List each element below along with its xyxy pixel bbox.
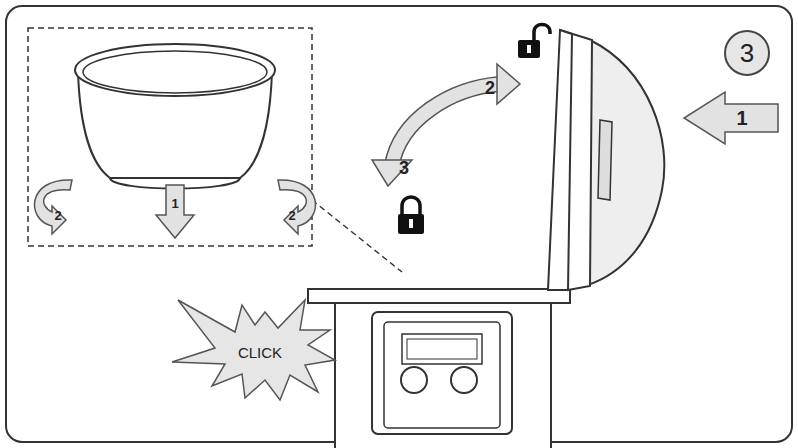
callout-number: 1 [736,108,747,128]
push-arrow [684,92,778,144]
lock-icon [398,197,424,234]
step-number: 3 [740,40,754,66]
unlock-icon [518,25,550,59]
arrow-head-2 [497,64,520,104]
click-starburst [172,300,335,400]
click-text: CLICK [238,345,282,360]
detail-box [28,28,312,246]
curve-arrow-body [392,84,500,165]
callout-number: 3 [399,159,409,177]
frame [6,6,792,442]
callout-number: 2 [485,79,495,97]
step-circle [725,31,769,75]
cooker-body [308,289,570,448]
callout-number: 2 [288,209,295,222]
callout-number: 2 [54,209,61,222]
open-lid [548,30,664,290]
curve-arrow-outline [392,84,500,165]
inner-pot [75,44,275,189]
leader-line [312,200,402,272]
callout-number: 1 [171,197,178,210]
arrow-head-3 [372,160,412,186]
pot-arrows [34,180,315,238]
